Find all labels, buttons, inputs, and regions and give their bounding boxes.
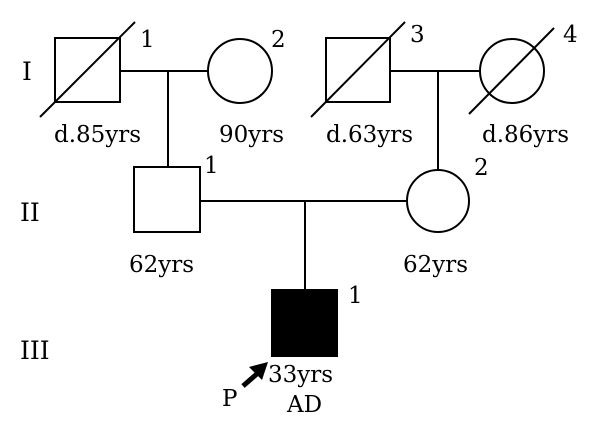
individual-age-ii2: 62yrs (403, 252, 468, 278)
individual-number-ii1: 1 (204, 153, 219, 179)
individual-number-ii2: 2 (474, 155, 489, 181)
deceased-slash-i3 (310, 21, 406, 118)
individual-diagnosis-iii1: AD (286, 392, 322, 418)
generation-label-i: I (22, 57, 32, 86)
individual-number-i2: 2 (271, 27, 286, 53)
individual-age-ii1: 62yrs (129, 252, 194, 278)
deceased-slash-i4 (468, 27, 555, 115)
individual-number-i3: 3 (410, 22, 425, 48)
proband-arrow-icon (241, 362, 268, 388)
individual-age-i3: d.63yrs (326, 122, 413, 148)
individual-i2-female-symbol (207, 38, 273, 104)
proband-marker: P (222, 386, 237, 412)
individual-age-i2: 90yrs (219, 122, 284, 148)
individual-ii2-female-symbol (406, 169, 470, 233)
individual-number-i4: 4 (563, 22, 578, 48)
generation-label-ii: II (20, 198, 40, 227)
individual-ii1-male-symbol (133, 166, 201, 233)
individual-number-i1: 1 (140, 27, 155, 53)
individual-age-i1: d.85yrs (54, 122, 141, 148)
deceased-slash-i1 (39, 21, 136, 118)
generation-label-iii: III (20, 336, 50, 365)
individual-age-iii1: 33yrs (268, 362, 333, 388)
individual-number-iii1: 1 (348, 283, 363, 309)
individual-iii1-affected-male-symbol (271, 289, 338, 357)
individual-age-i4: d.86yrs (482, 122, 569, 148)
